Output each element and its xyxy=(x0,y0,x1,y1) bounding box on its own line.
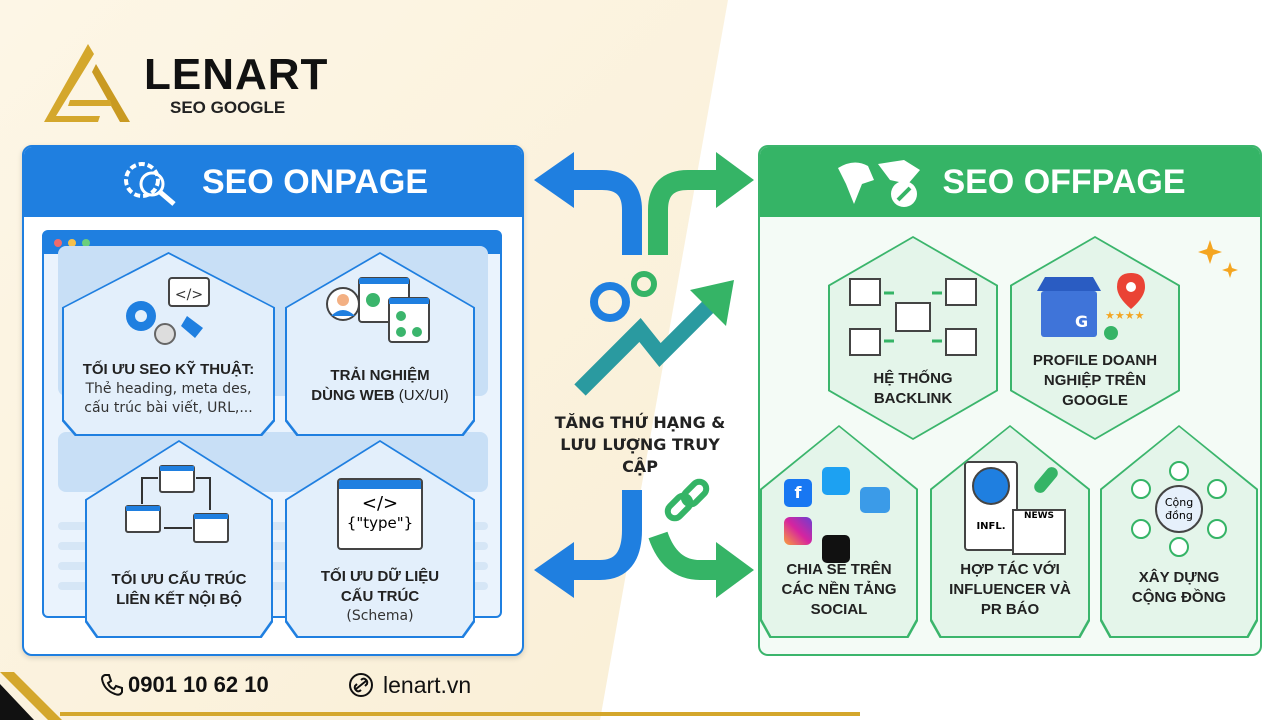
card-google-profile: G ★★★★ PROFILE DOANH NGHIỆP TRÊN GOOGLE xyxy=(1010,236,1180,440)
social-icons: f xyxy=(784,467,894,563)
sparkle-icon xyxy=(1198,240,1238,278)
google-business-icon: G ★★★★ xyxy=(1037,273,1145,340)
schema-code-icon: </> {"type"} xyxy=(337,478,423,550)
card-title: XÂY DỰNG CỘNG ĐỒNG xyxy=(1131,569,1227,606)
card-title: TỐI ƯU SEO KỸ THUẬT: xyxy=(82,361,255,378)
globe-link-icon xyxy=(838,160,921,207)
card-title-2: DÙNG WEB xyxy=(311,387,395,404)
card-backlink: HỆ THỐNG BACKLINK xyxy=(828,236,998,440)
svg-text:★★★★: ★★★★ xyxy=(1105,309,1145,322)
center-caption: TĂNG THỨ HẠNG & LƯU LƯỢNG TRUY CẬP xyxy=(554,413,726,476)
lenart-logo-icon xyxy=(44,44,130,122)
community-network-icon: Cộng đồng xyxy=(1129,461,1229,557)
gear-icon xyxy=(631,271,657,297)
card-desc: (UX/UI) xyxy=(398,387,449,404)
news-label: NEWS xyxy=(1012,509,1066,555)
linked-pages-icon xyxy=(125,465,229,543)
brand-tagline: SEO GOOGLE xyxy=(170,98,286,117)
card-schema: </> {"type"} TỐI ƯU DỮ LIỆU CẤU TRÚC (Sc… xyxy=(285,440,475,638)
community-center-label: Cộng đồng xyxy=(1155,485,1203,533)
facebook-icon: f xyxy=(784,479,812,507)
phone-number[interactable]: 0901 10 62 10 xyxy=(128,672,269,697)
gold-corner-decoration xyxy=(0,672,62,720)
onpage-header: SEO ONPAGE xyxy=(24,147,522,217)
card-title: HỢP TÁC VỚI INFLUENCER VÀ PR BÁO xyxy=(949,561,1071,618)
offpage-header: SEO OFFPAGE xyxy=(760,147,1260,217)
code-glyph: </> xyxy=(361,493,399,514)
flow-arrows-graphic xyxy=(534,152,754,598)
website-link-icon xyxy=(349,673,373,697)
card-title: TRẢI NGHIỆM xyxy=(330,367,430,384)
svg-text:G: G xyxy=(1075,312,1088,331)
microphone-icon xyxy=(1031,464,1061,496)
card-title: CHIA SẺ TRÊN CÁC NỀN TẢNG SOCIAL xyxy=(781,561,897,618)
type-glyph: {"type"} xyxy=(346,514,414,532)
gears-code-icon: </> xyxy=(125,277,210,345)
svg-text:</>: </> xyxy=(174,287,202,303)
card-desc: (Schema) xyxy=(346,608,414,624)
card-title: TỐI ƯU DỮ LIỆU CẤU TRÚC xyxy=(320,568,440,605)
card-title: TỐI ƯU CẤU TRÚC LIÊN KẾT NỘI BỘ xyxy=(111,571,247,608)
chain-link-icon xyxy=(664,478,710,522)
gear-search-icon xyxy=(123,162,176,206)
influencer-news-icon: INFL. NEWS xyxy=(950,461,1070,557)
card-title: PROFILE DOANH NGHIỆP TRÊN GOOGLE xyxy=(1032,352,1158,409)
twitter-icon xyxy=(822,467,850,495)
gold-divider xyxy=(60,712,860,716)
tiktok-icon xyxy=(822,535,850,563)
instagram-icon xyxy=(784,517,812,545)
gear-icon xyxy=(590,282,630,322)
card-desc: Thẻ heading, meta des, cấu trúc bài viết… xyxy=(84,381,253,416)
backlink-network-icon xyxy=(849,278,977,356)
brand-name: LENART xyxy=(144,50,329,99)
website-link[interactable]: lenart.vn xyxy=(383,672,472,698)
onpage-title: SEO ONPAGE xyxy=(201,162,429,201)
card-title: HỆ THỐNG BACKLINK xyxy=(873,370,953,407)
share-bubble-icon xyxy=(860,487,890,513)
phone-icon xyxy=(100,674,123,696)
ux-checklist-icon xyxy=(326,277,430,343)
offpage-title: SEO OFFPAGE xyxy=(942,162,1186,201)
